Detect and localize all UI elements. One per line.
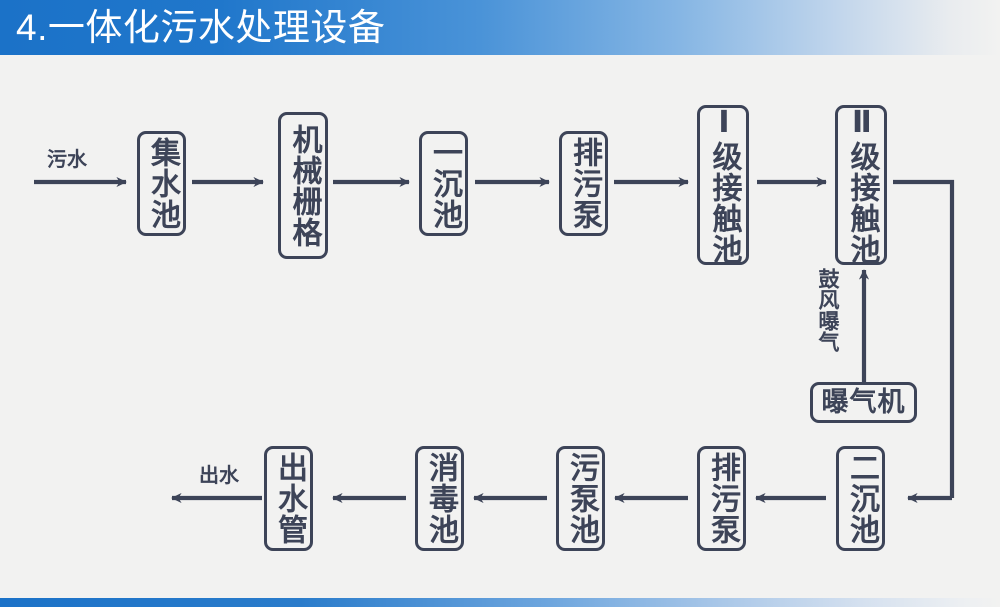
node-label: 集水池	[145, 137, 179, 230]
node-label: 污泵池	[564, 452, 598, 545]
node-label: 排污泵	[705, 452, 739, 545]
node-label: 曝气机	[821, 387, 906, 417]
node-label: 机械栅格	[287, 123, 321, 248]
wire-erjijiechu-to-erchenchi	[893, 179, 955, 498]
node-yiji-jiechuchi[interactable]: Ⅰ级接触池	[697, 105, 749, 265]
node-puqiji[interactable]: 曝气机	[810, 382, 917, 423]
node-chushuiguan[interactable]: 出水管	[264, 446, 313, 551]
node-yichenchi[interactable]: 一沉池	[419, 131, 468, 236]
node-label: Ⅱ级接触池	[845, 105, 879, 265]
node-label: 一沉池	[427, 137, 461, 230]
node-jixieshange[interactable]: 机械栅格	[278, 112, 328, 259]
connector-lines	[34, 176, 955, 504]
node-paiwubeng-top[interactable]: 排污泵	[559, 131, 608, 236]
node-erchenchi[interactable]: 二沉池	[836, 446, 885, 551]
aeration-label: 鼓风曝气	[816, 268, 839, 352]
node-label: 出水管	[272, 452, 306, 545]
node-label: 排污泵	[567, 137, 601, 230]
page-title: 4.一体化污水处理设备	[16, 7, 386, 48]
outlet-label: 出水	[199, 465, 239, 487]
node-label: 消毒池	[423, 452, 457, 545]
node-wubengchi[interactable]: 污泵池	[556, 446, 605, 551]
header-bar: 4.一体化污水处理设备	[0, 0, 1000, 55]
node-label: 二沉池	[844, 452, 878, 545]
footer-bar	[0, 598, 1000, 607]
process-flow-diagram: 污水 出水 鼓风曝气 集水池 机械栅格 一沉池 排污泵 Ⅰ级接触池 Ⅱ级接触池 …	[0, 55, 1000, 598]
node-jishuichi[interactable]: 集水池	[137, 131, 186, 236]
node-paiwubeng-bottom[interactable]: 排污泵	[697, 446, 746, 551]
node-xiaoduchi[interactable]: 消毒池	[415, 446, 464, 551]
inlet-label: 污水	[47, 149, 87, 171]
node-erji-jiechuchi[interactable]: Ⅱ级接触池	[835, 105, 887, 265]
node-label: Ⅰ级接触池	[707, 105, 741, 265]
